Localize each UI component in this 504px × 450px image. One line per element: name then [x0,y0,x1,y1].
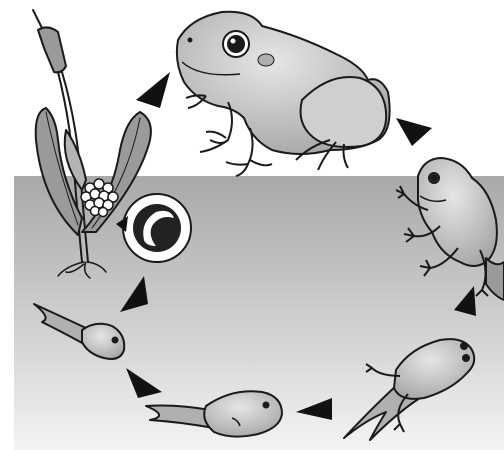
egg-embryo-icon [123,194,191,262]
arrow-icon [136,72,170,108]
adult-frog-icon [177,12,390,176]
arrow-icon [396,118,432,146]
